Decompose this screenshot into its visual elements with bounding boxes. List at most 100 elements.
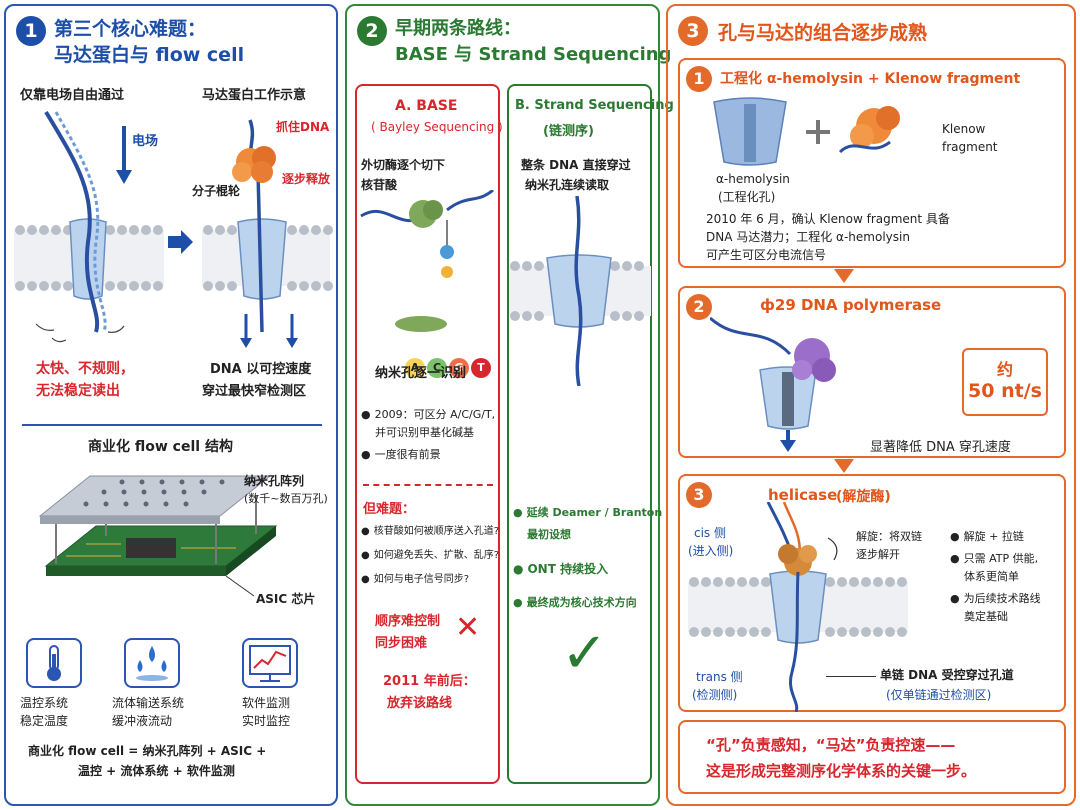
route-b-bullet-1b: 最初设想 <box>527 528 571 541</box>
stage-2-desc: 显著降低 DNA 穿孔速度 <box>870 440 1011 455</box>
stage-1-desc-line2: DNA 马达潜力；工程化 α-hemolysin <box>706 230 910 244</box>
motor-protein <box>232 146 276 183</box>
pore-label-line2: (工程化孔) <box>718 190 776 204</box>
route-b-bullet-1: 延续 Deamer / Branton <box>513 504 663 520</box>
base-g: G <box>449 358 469 378</box>
cis-line2: (进入侧) <box>688 544 734 558</box>
divider <box>22 424 322 426</box>
base-t: T <box>471 358 491 378</box>
problem-title: 但难题： <box>363 502 416 517</box>
formula-line1: 商业化 flow cell = 纳米孔阵列 + ASIC + <box>28 744 267 758</box>
base-chips: A C G T <box>405 358 501 380</box>
route-b-bullet-3: 最终成为核心技术方向 <box>513 594 637 610</box>
route-a-bullet-1: 2009：可区分 A/C/G/T, <box>361 406 496 422</box>
conclusion-line2: 这是形成完整测序化学体系的关键一步。 <box>706 762 977 780</box>
field-label: 电场 <box>132 134 159 149</box>
route-a-title: A. BASE <box>395 98 458 114</box>
panel-early-routes: 2 早期两条路线： BASE 与 Strand Sequencing A. BA… <box>345 4 674 806</box>
route-b-box: B. Strand Sequencing (链测序) 整条 DNA 直接穿过 纳… <box>507 84 674 784</box>
formula-line2: 温控 + 流体系统 + 软件监测 <box>78 764 235 778</box>
s3-bullet-2b: 体系更简单 <box>964 570 1019 583</box>
conclusion-line1: “孔”负责感知，“马达”负责控速—— <box>706 736 956 754</box>
array-label-line2: (数千~数百万孔) <box>244 492 328 505</box>
asic-label: ASIC 芯片 <box>256 592 316 606</box>
helicase-protein <box>778 544 817 576</box>
verdict-line2: 同步困难 <box>375 636 428 651</box>
route-b-desc-line2: 纳米孔连续读取 <box>525 178 610 192</box>
arrow-1-2 <box>834 269 854 283</box>
left-result-line2: 无法稳定读出 <box>36 383 120 399</box>
stage-3-badge: 3 <box>686 482 712 508</box>
array-label-line1: 纳米孔阵列 <box>244 474 305 488</box>
verdict-line1: 顺序难控制 <box>375 614 441 629</box>
motor-illustration <box>14 110 333 348</box>
monitor-chart-icon <box>242 638 298 688</box>
stage-3-illustration <box>688 502 908 712</box>
conclusion-box: “孔”负责感知，“马达”负责控速—— 这是形成完整测序化学体系的关键一步。 <box>678 720 1066 794</box>
rate-line1: 约 <box>996 360 1013 379</box>
problem-1: 核苷酸如何被顺序送入孔道? <box>361 522 499 537</box>
grab-dna-label: 抓住DNA <box>276 120 330 134</box>
motor-demo-label: 马达蛋白工作示意 <box>202 88 307 103</box>
problem-3: 如何与电子信号同步? <box>361 570 469 585</box>
pore-top-view <box>395 316 447 332</box>
temp-line2: 稳定温度 <box>20 714 69 728</box>
route-a-bullet-2: 一度很有前景 <box>361 446 441 462</box>
phi29-polymerase <box>792 338 836 382</box>
panel-number-badge: 2 <box>357 16 387 46</box>
route-b-bullet-2: ONT 持续投入 <box>513 560 608 577</box>
route-b-subtitle: (链测序) <box>543 124 594 139</box>
route-b-desc-line1: 整条 DNA 直接穿过 <box>521 158 631 172</box>
panel-title-line2: BASE 与 Strand Sequencing <box>395 44 672 65</box>
stage-1-box: 1 工程化 α-hemolysin + Klenow fragment α-he… <box>678 58 1066 268</box>
right-result-line1: DNA 以可控速度 <box>210 362 312 377</box>
rate-badge: 约 50 nt/s <box>962 348 1048 416</box>
unwind-line2: 逐步解开 <box>856 548 900 561</box>
check-icon: ✓ <box>561 621 608 686</box>
nanopore-right <box>237 218 287 300</box>
klenow-label-line2: fragment <box>942 140 998 154</box>
stage-2-illustration <box>710 316 836 452</box>
s3-bullet-2: 只需 ATP 供能, <box>950 550 1039 566</box>
panel-number-badge: 3 <box>678 16 708 46</box>
stage-3-title-cn: (解旋酶) <box>836 489 891 505</box>
ss-line2: (仅单链通过检测区) <box>886 688 992 702</box>
stage-1-illustration <box>713 97 900 166</box>
problem-2: 如何避免丢失、扩散、乱序? <box>361 546 499 561</box>
panel-pore-motor-combination: 3 孔与马达的组合逐步成熟 1 工程化 α-hemolysin + Klenow… <box>666 4 1076 806</box>
s3-bullet-1: 解旋 + 拉链 <box>950 528 1024 544</box>
klenow-fragment <box>850 106 900 148</box>
route-a-box: A. BASE ( Bayley Sequencing ) 外切酶逐个切下 核苷… <box>355 84 503 784</box>
trans-line1: trans 侧 <box>696 670 743 684</box>
trans-line2: (检测侧) <box>692 688 738 702</box>
cis-line1: cis 侧 <box>694 526 726 540</box>
right-result-line2: 穿过最快窄检测区 <box>202 384 307 399</box>
stage-2-title: ф29 DNA polymerase <box>760 296 942 314</box>
transition-arrow <box>181 230 193 254</box>
panel-title-line2: 马达蛋白与 flow cell <box>54 44 245 66</box>
nanopore-array-plate <box>38 475 272 517</box>
stage-2-badge: 2 <box>686 294 712 320</box>
s3-bullet-3b: 奠定基础 <box>964 610 1008 623</box>
s3-bullet-3: 为后续技术路线 <box>950 590 1041 606</box>
thermometer-icon <box>26 638 82 688</box>
software-line2: 实时监控 <box>242 714 291 728</box>
panel-title-line1: 早期两条路线： <box>395 18 521 39</box>
panel-motor-flowcell: 1 第三个核心难题： 马达蛋白与 flow cell 仅靠电场自由通过 马达蛋白… <box>4 4 338 806</box>
route-a-bullet-1b: 并可识别甲基化碱基 <box>375 426 474 439</box>
year-line1: 2011 年前后： <box>383 674 476 689</box>
base-a: A <box>405 358 425 378</box>
stage-2-box: 2 ф29 DNA polymerase 约 50 nt/s 显著降低 DNA … <box>678 286 1066 458</box>
left-result-line1: 太快、不规则， <box>36 361 134 377</box>
route-a-desc-line2: 核苷酸 <box>361 178 398 192</box>
stage-1-title: 工程化 α-hemolysin + Klenow fragment <box>720 71 1021 87</box>
stage-3-box: 3 helicase (解旋酶) cis 侧 (进入侧) 解旋：将双链 逐步解开… <box>678 474 1066 712</box>
exonuclease-illustration <box>360 190 494 332</box>
single-strand-dna <box>789 571 800 712</box>
dna-strand-b <box>574 196 583 386</box>
route-a-identify: 纳米孔逐一识别 <box>375 366 467 381</box>
ss-pointer-line <box>826 676 876 677</box>
stage-1-desc-line1: 2010 年 6 月，确认 Klenow fragment 具备 <box>706 212 950 226</box>
stage-1-desc-line3: 可产生可区分电流信号 <box>706 248 827 262</box>
panel-title-line1: 第三个核心难题： <box>54 18 207 40</box>
